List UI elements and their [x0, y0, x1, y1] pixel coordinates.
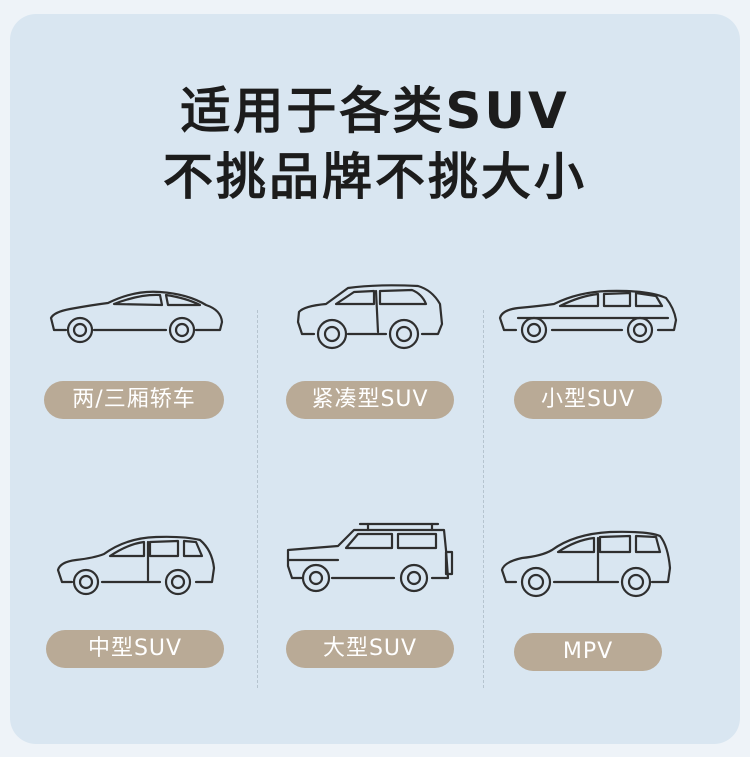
category-pill-large-suv: 大型SUV: [286, 630, 454, 668]
category-pill-mpv: MPV: [514, 633, 662, 671]
midsize-suv-icon: [56, 534, 216, 600]
category-label-mpv: MPV: [562, 639, 614, 664]
small-suv-icon: [498, 288, 678, 350]
background-card: [10, 14, 740, 744]
sedan-icon: [48, 288, 224, 350]
category-label-midsize-suv: 中型SUV: [87, 636, 183, 661]
category-label-large-suv: 大型SUV: [322, 636, 418, 661]
category-label-sedan: 两/三厢轿车: [72, 387, 196, 412]
category-pill-midsize-suv: 中型SUV: [46, 630, 224, 668]
category-pill-compact-suv: 紧凑型SUV: [286, 381, 454, 419]
category-label-small-suv: 小型SUV: [540, 387, 636, 412]
category-pill-small-suv: 小型SUV: [514, 381, 662, 419]
headline-line-2: 不挑品牌不挑大小: [163, 148, 587, 206]
category-pill-sedan: 两/三厢轿车: [44, 381, 224, 419]
large-suv-icon: [286, 520, 454, 600]
category-label-compact-suv: 紧凑型SUV: [311, 387, 429, 412]
divider-left: [257, 310, 258, 688]
compact-suv-icon: [296, 282, 444, 354]
headline: 适用于各类SUV 不挑品牌不挑大小: [0, 78, 750, 210]
divider-right: [483, 310, 484, 688]
mpv-icon: [500, 528, 672, 600]
headline-line-1: 适用于各类SUV: [180, 82, 570, 140]
